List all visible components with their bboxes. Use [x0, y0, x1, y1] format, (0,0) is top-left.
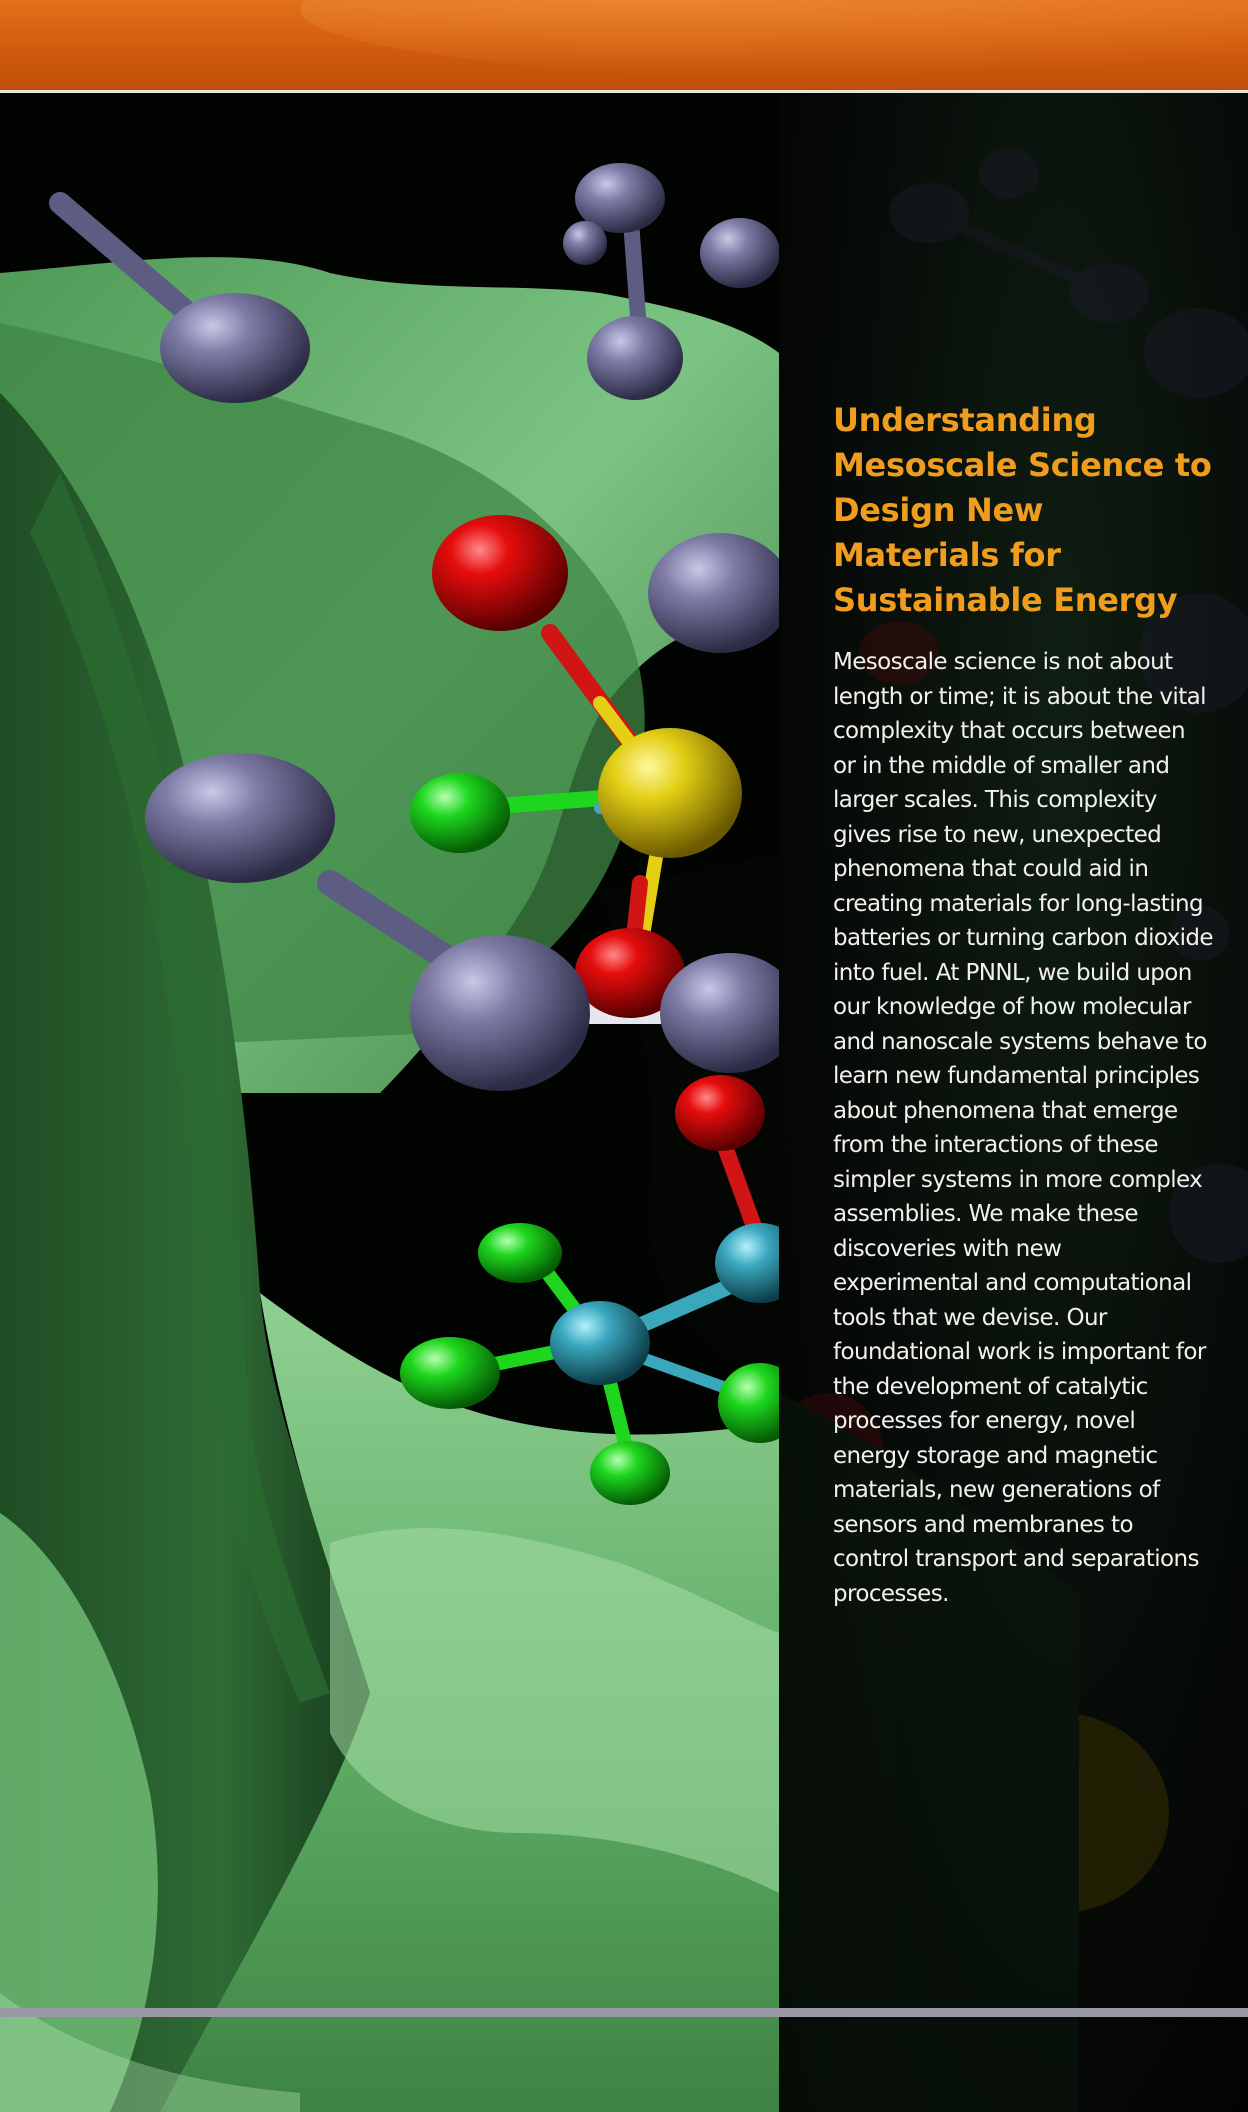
article-heading: Understanding Mesoscale Science to Desig…	[833, 401, 1212, 619]
faded-molecule-background	[779, 148, 1248, 2112]
article-body: Mesoscale science is not about length or…	[833, 649, 1214, 1607]
article-panel: Understanding Mesoscale Science to Desig…	[779, 93, 1248, 2112]
article-content: Understanding Mesoscale Science to Desig…	[833, 398, 1214, 1611]
header-divider	[0, 90, 1248, 93]
molecule-illustration	[0, 93, 779, 2112]
footer-divider	[0, 2008, 1248, 2017]
orange-header-banner	[0, 0, 1248, 90]
